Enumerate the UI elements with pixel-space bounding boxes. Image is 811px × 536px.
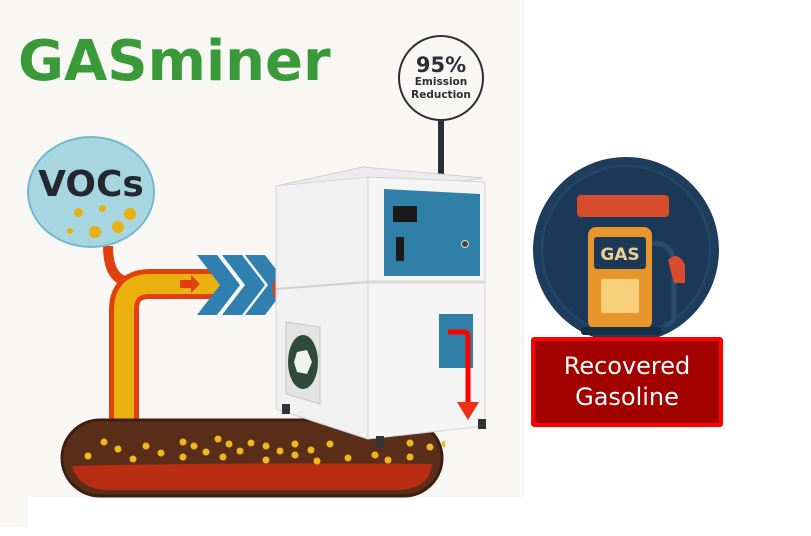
vocs-label: VOCs xyxy=(38,164,144,205)
output-label-line2: Gasoline xyxy=(575,383,679,411)
voc-particle xyxy=(74,208,83,217)
diagram-background-strip xyxy=(0,497,28,527)
stat-label-line2: Reduction xyxy=(411,88,471,101)
voc-particle xyxy=(112,221,124,233)
emission-stat-bubble: 95% Emission Reduction xyxy=(398,35,484,121)
vocs-source-bubble: VOCs xyxy=(27,136,155,248)
recovered-gasoline-label: Recovered Gasoline xyxy=(531,337,723,427)
stat-value: 95% xyxy=(415,53,467,78)
voc-particle xyxy=(124,208,136,220)
control-panel xyxy=(384,189,480,276)
underground-tank xyxy=(60,418,445,498)
stat-label-line1: Emission xyxy=(414,76,468,89)
voc-particle xyxy=(89,226,101,238)
voc-particle xyxy=(67,228,73,234)
stat-connector-line xyxy=(438,121,444,177)
gasminer-machine xyxy=(275,166,486,448)
brand-title: GASminer xyxy=(18,29,331,94)
voc-particle xyxy=(99,205,106,212)
pump-screen-text: GAS xyxy=(600,245,639,265)
output-label-line1: Recovered xyxy=(563,351,691,380)
gas-pump-icon: GAS xyxy=(533,157,719,343)
fan-grille xyxy=(285,321,321,405)
